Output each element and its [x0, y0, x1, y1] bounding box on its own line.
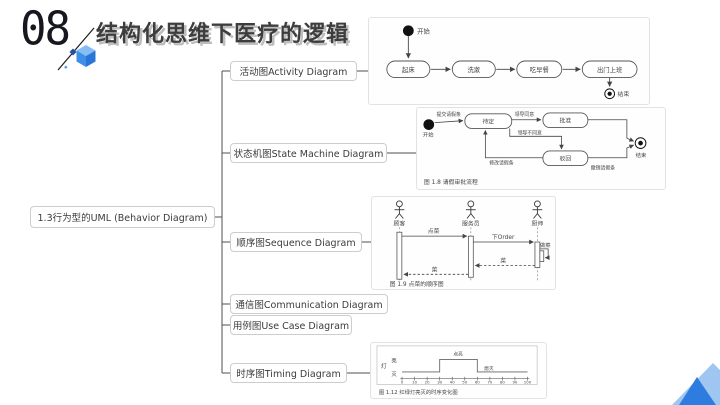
state-approved: 批准	[560, 117, 572, 125]
figure-caption: 图 1.8 请假审批流程	[424, 178, 478, 186]
actor-waiter-label: 服务员	[462, 219, 480, 227]
mindmap-branch-timing: 时序图Timing Diagram	[230, 363, 347, 383]
start-label: 开始	[417, 27, 430, 36]
actor-customer-label: 顾客	[394, 219, 406, 227]
sequence-diagram-figure: 顾客 服务员 厨师 点菜 下Order 做菜 菜 菜	[390, 200, 551, 288]
activity-step-4: 出门上班	[597, 65, 623, 74]
page-number: 08	[20, 2, 71, 57]
cube-decoration-icon	[57, 27, 96, 71]
timing-diagram-panel: 灯 亮 灭 点亮 熄灭 0 10 20 30 40 50 60 70 80 90…	[370, 342, 547, 399]
timing-diagram-figure: 灯 亮 灭 点亮 熄灭 0 10 20 30 40 50 60 70 80 90…	[376, 345, 538, 396]
state-machine-diagram-panel: 开始 提交请假条 待定 领导同意 批准 领导不同意 驳回 修改请假条 撤销请假条…	[416, 107, 666, 190]
tick-label: 100	[524, 380, 532, 385]
transition-approve: 领导同意	[515, 111, 535, 118]
mindmap-branch-activity: 活动图Activity Diagram	[230, 61, 357, 81]
transition-withdraw: 撤销请假条	[591, 164, 615, 171]
activity-diagram-figure: 开始 起床 洗漱 吃早餐 出门上班 结束	[386, 25, 638, 100]
end-node	[604, 88, 616, 100]
tick-label: 0	[401, 380, 404, 385]
activity-step-2: 洗漱	[467, 65, 480, 74]
tick-label: 60	[475, 380, 480, 385]
corner-triangles-icon	[672, 363, 720, 405]
transition-submit: 提交请假条	[437, 111, 461, 118]
state-pending: 待定	[482, 118, 494, 126]
start-node	[402, 25, 414, 37]
mindmap-branch-sequence: 顺序图Sequence Diagram	[230, 232, 362, 252]
mindmap-branch-state-machine: 状态机图State Machine Diagram	[230, 143, 387, 163]
end-node	[634, 137, 647, 149]
figure-caption: 图 1.9 点菜的顺序图	[390, 280, 444, 288]
page-title: 结构化思维下医疗的逻辑	[96, 22, 350, 47]
tick-label: 10	[412, 380, 417, 385]
actor-chef-label: 厨师	[532, 219, 544, 227]
mindmap-branch-communication: 通信图Communication Diagram	[230, 294, 388, 314]
message-place-order: 下Order	[492, 234, 515, 241]
transition-reject: 领导不同意	[518, 129, 542, 136]
tick-label: 50	[462, 380, 467, 385]
message-cook: 做菜	[540, 241, 551, 249]
message-dish-return-2: 菜	[432, 265, 438, 273]
actor-waiter-icon	[465, 200, 476, 219]
tick-label: 70	[487, 380, 492, 385]
state-rejected: 驳回	[560, 155, 572, 163]
end-label: 结束	[636, 151, 647, 159]
end-label: 结束	[617, 90, 629, 98]
tick-label: 30	[437, 380, 442, 385]
activity-step-3: 吃早餐	[530, 65, 550, 74]
tick-label: 80	[500, 380, 505, 385]
message-dish-return-1: 菜	[500, 257, 506, 265]
timing-off-annotation: 熄灭	[484, 365, 494, 372]
transition-revise: 修改请假条	[489, 160, 513, 167]
tick-label: 20	[425, 380, 430, 385]
timing-state-off: 灭	[391, 371, 397, 378]
message-order: 点菜	[428, 227, 440, 235]
tick-label: 90	[512, 380, 517, 385]
tick-label: 40	[450, 380, 455, 385]
timing-waveform	[402, 358, 528, 373]
sequence-diagram-panel: 顾客 服务员 厨师 点菜 下Order 做菜 菜 菜	[371, 196, 556, 290]
timing-on-annotation: 点亮	[453, 351, 463, 358]
actor-customer-icon	[394, 200, 405, 219]
activity-diagram-panel: 开始 起床 洗漱 吃早餐 出门上班 结束	[368, 17, 650, 105]
figure-caption: 图 1.12 红绿灯亮灭的时序变化图	[379, 388, 458, 396]
timing-state-on: 亮	[391, 356, 396, 364]
start-label: 开始	[423, 130, 434, 138]
actor-chef-icon	[532, 200, 543, 219]
timing-object-label: 灯	[381, 362, 387, 370]
start-node	[423, 119, 435, 130]
mindmap-root-node: 1.3行为型的UML (Behavior Diagram)	[30, 206, 215, 228]
mindmap-branch-use-case: 用例图Use Case Diagram	[230, 315, 352, 335]
state-machine-figure: 开始 提交请假条 待定 领导同意 批准 领导不同意 驳回 修改请假条 撤销请假条…	[423, 111, 647, 186]
activity-step-1: 起床	[402, 65, 415, 74]
